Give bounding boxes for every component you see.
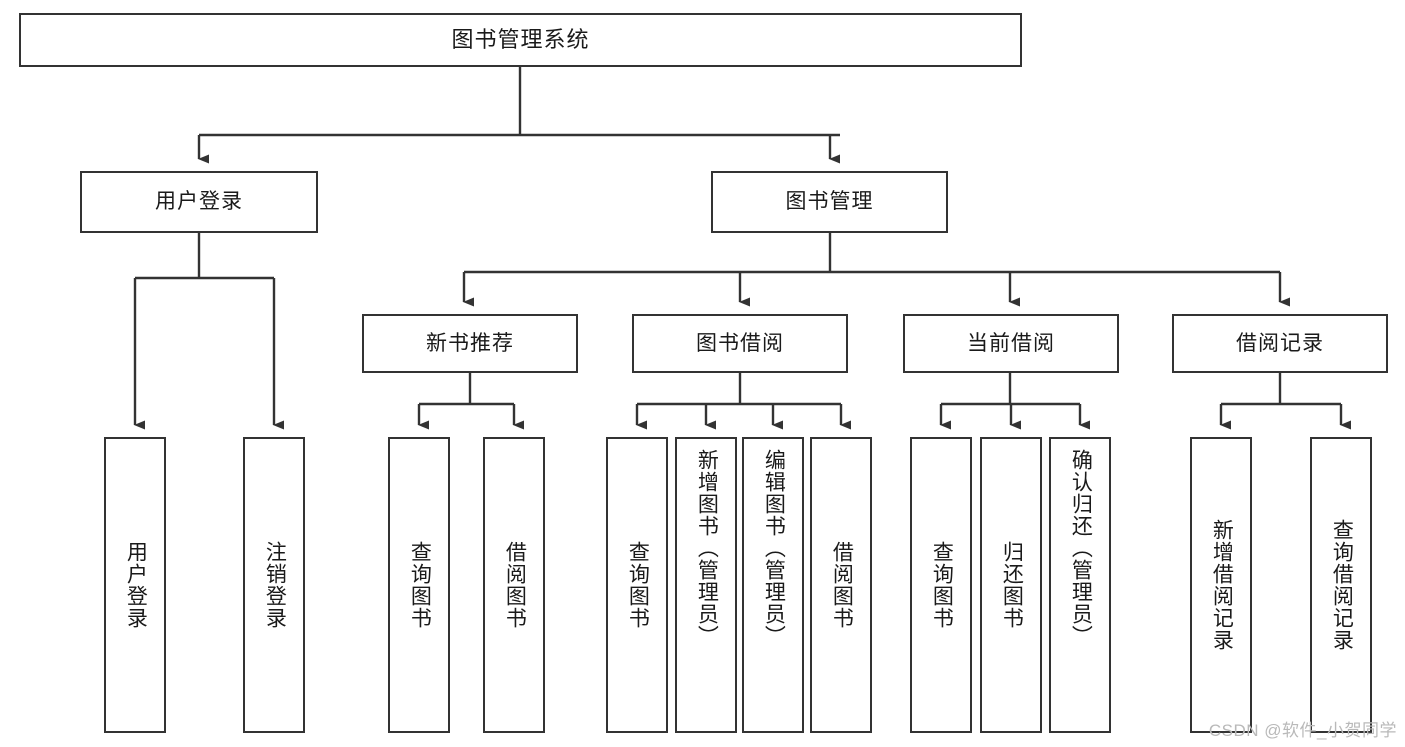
- node-leaf-borrow-book[interactable]: 借阅图书: [810, 437, 872, 733]
- node-leaf-query-record-label: 查询借阅记录: [1330, 519, 1354, 651]
- node-book-manage-label: 图书管理: [785, 190, 874, 214]
- node-leaf-edit-book-label: 编辑图书（管理员）: [762, 449, 786, 647]
- node-borrow-record[interactable]: 借阅记录: [1172, 314, 1388, 373]
- node-new-book-rec-label: 新书推荐: [426, 331, 514, 355]
- node-leaf-add-record[interactable]: 新增借阅记录: [1190, 437, 1252, 733]
- node-leaf-query-book-rec[interactable]: 查询图书: [388, 437, 450, 733]
- node-leaf-user-login[interactable]: 用户登录: [104, 437, 166, 733]
- node-leaf-add-book[interactable]: 新增图书（管理员）: [675, 437, 737, 733]
- watermark-text: CSDN @软件_小贺同学: [1208, 721, 1397, 740]
- node-user-login-label: 用户登录: [155, 190, 243, 214]
- node-new-book-rec[interactable]: 新书推荐: [362, 314, 578, 373]
- node-leaf-query-record[interactable]: 查询借阅记录: [1310, 437, 1372, 733]
- node-borrow-record-label: 借阅记录: [1236, 331, 1324, 355]
- node-leaf-user-logout[interactable]: 注销登录: [243, 437, 305, 733]
- node-leaf-query-book-rec-label: 查询图书: [408, 541, 432, 629]
- node-leaf-query-book-borrow[interactable]: 查询图书: [606, 437, 668, 733]
- node-book-manage[interactable]: 图书管理: [711, 171, 948, 233]
- node-leaf-query-book-cur[interactable]: 查询图书: [910, 437, 972, 733]
- node-book-borrow-label: 图书借阅: [696, 331, 784, 355]
- node-leaf-query-book-borrow-label: 查询图书: [626, 541, 650, 629]
- node-leaf-confirm-return[interactable]: 确认归还（管理员）: [1049, 437, 1111, 733]
- node-leaf-add-record-label: 新增借阅记录: [1210, 519, 1234, 651]
- node-leaf-query-book-cur-label: 查询图书: [930, 541, 954, 629]
- node-user-login[interactable]: 用户登录: [80, 171, 318, 233]
- node-leaf-add-book-label: 新增图书（管理员）: [695, 449, 719, 647]
- node-root-label: 图书管理系统: [451, 26, 590, 52]
- node-leaf-return-book[interactable]: 归还图书: [980, 437, 1042, 733]
- node-current-borrow[interactable]: 当前借阅: [903, 314, 1119, 373]
- node-book-borrow[interactable]: 图书借阅: [632, 314, 848, 373]
- node-leaf-borrow-book-rec-label: 借阅图书: [503, 541, 527, 629]
- node-leaf-user-login-label: 用户登录: [124, 541, 148, 629]
- node-leaf-return-book-label: 归还图书: [1000, 541, 1024, 629]
- node-leaf-borrow-book-rec[interactable]: 借阅图书: [483, 437, 545, 733]
- node-leaf-user-logout-label: 注销登录: [263, 541, 287, 629]
- node-root[interactable]: 图书管理系统: [19, 13, 1022, 67]
- node-leaf-confirm-return-label: 确认归还（管理员）: [1069, 449, 1093, 647]
- node-leaf-borrow-book-label: 借阅图书: [830, 541, 854, 629]
- node-leaf-edit-book[interactable]: 编辑图书（管理员）: [742, 437, 804, 733]
- node-current-borrow-label: 当前借阅: [967, 331, 1055, 355]
